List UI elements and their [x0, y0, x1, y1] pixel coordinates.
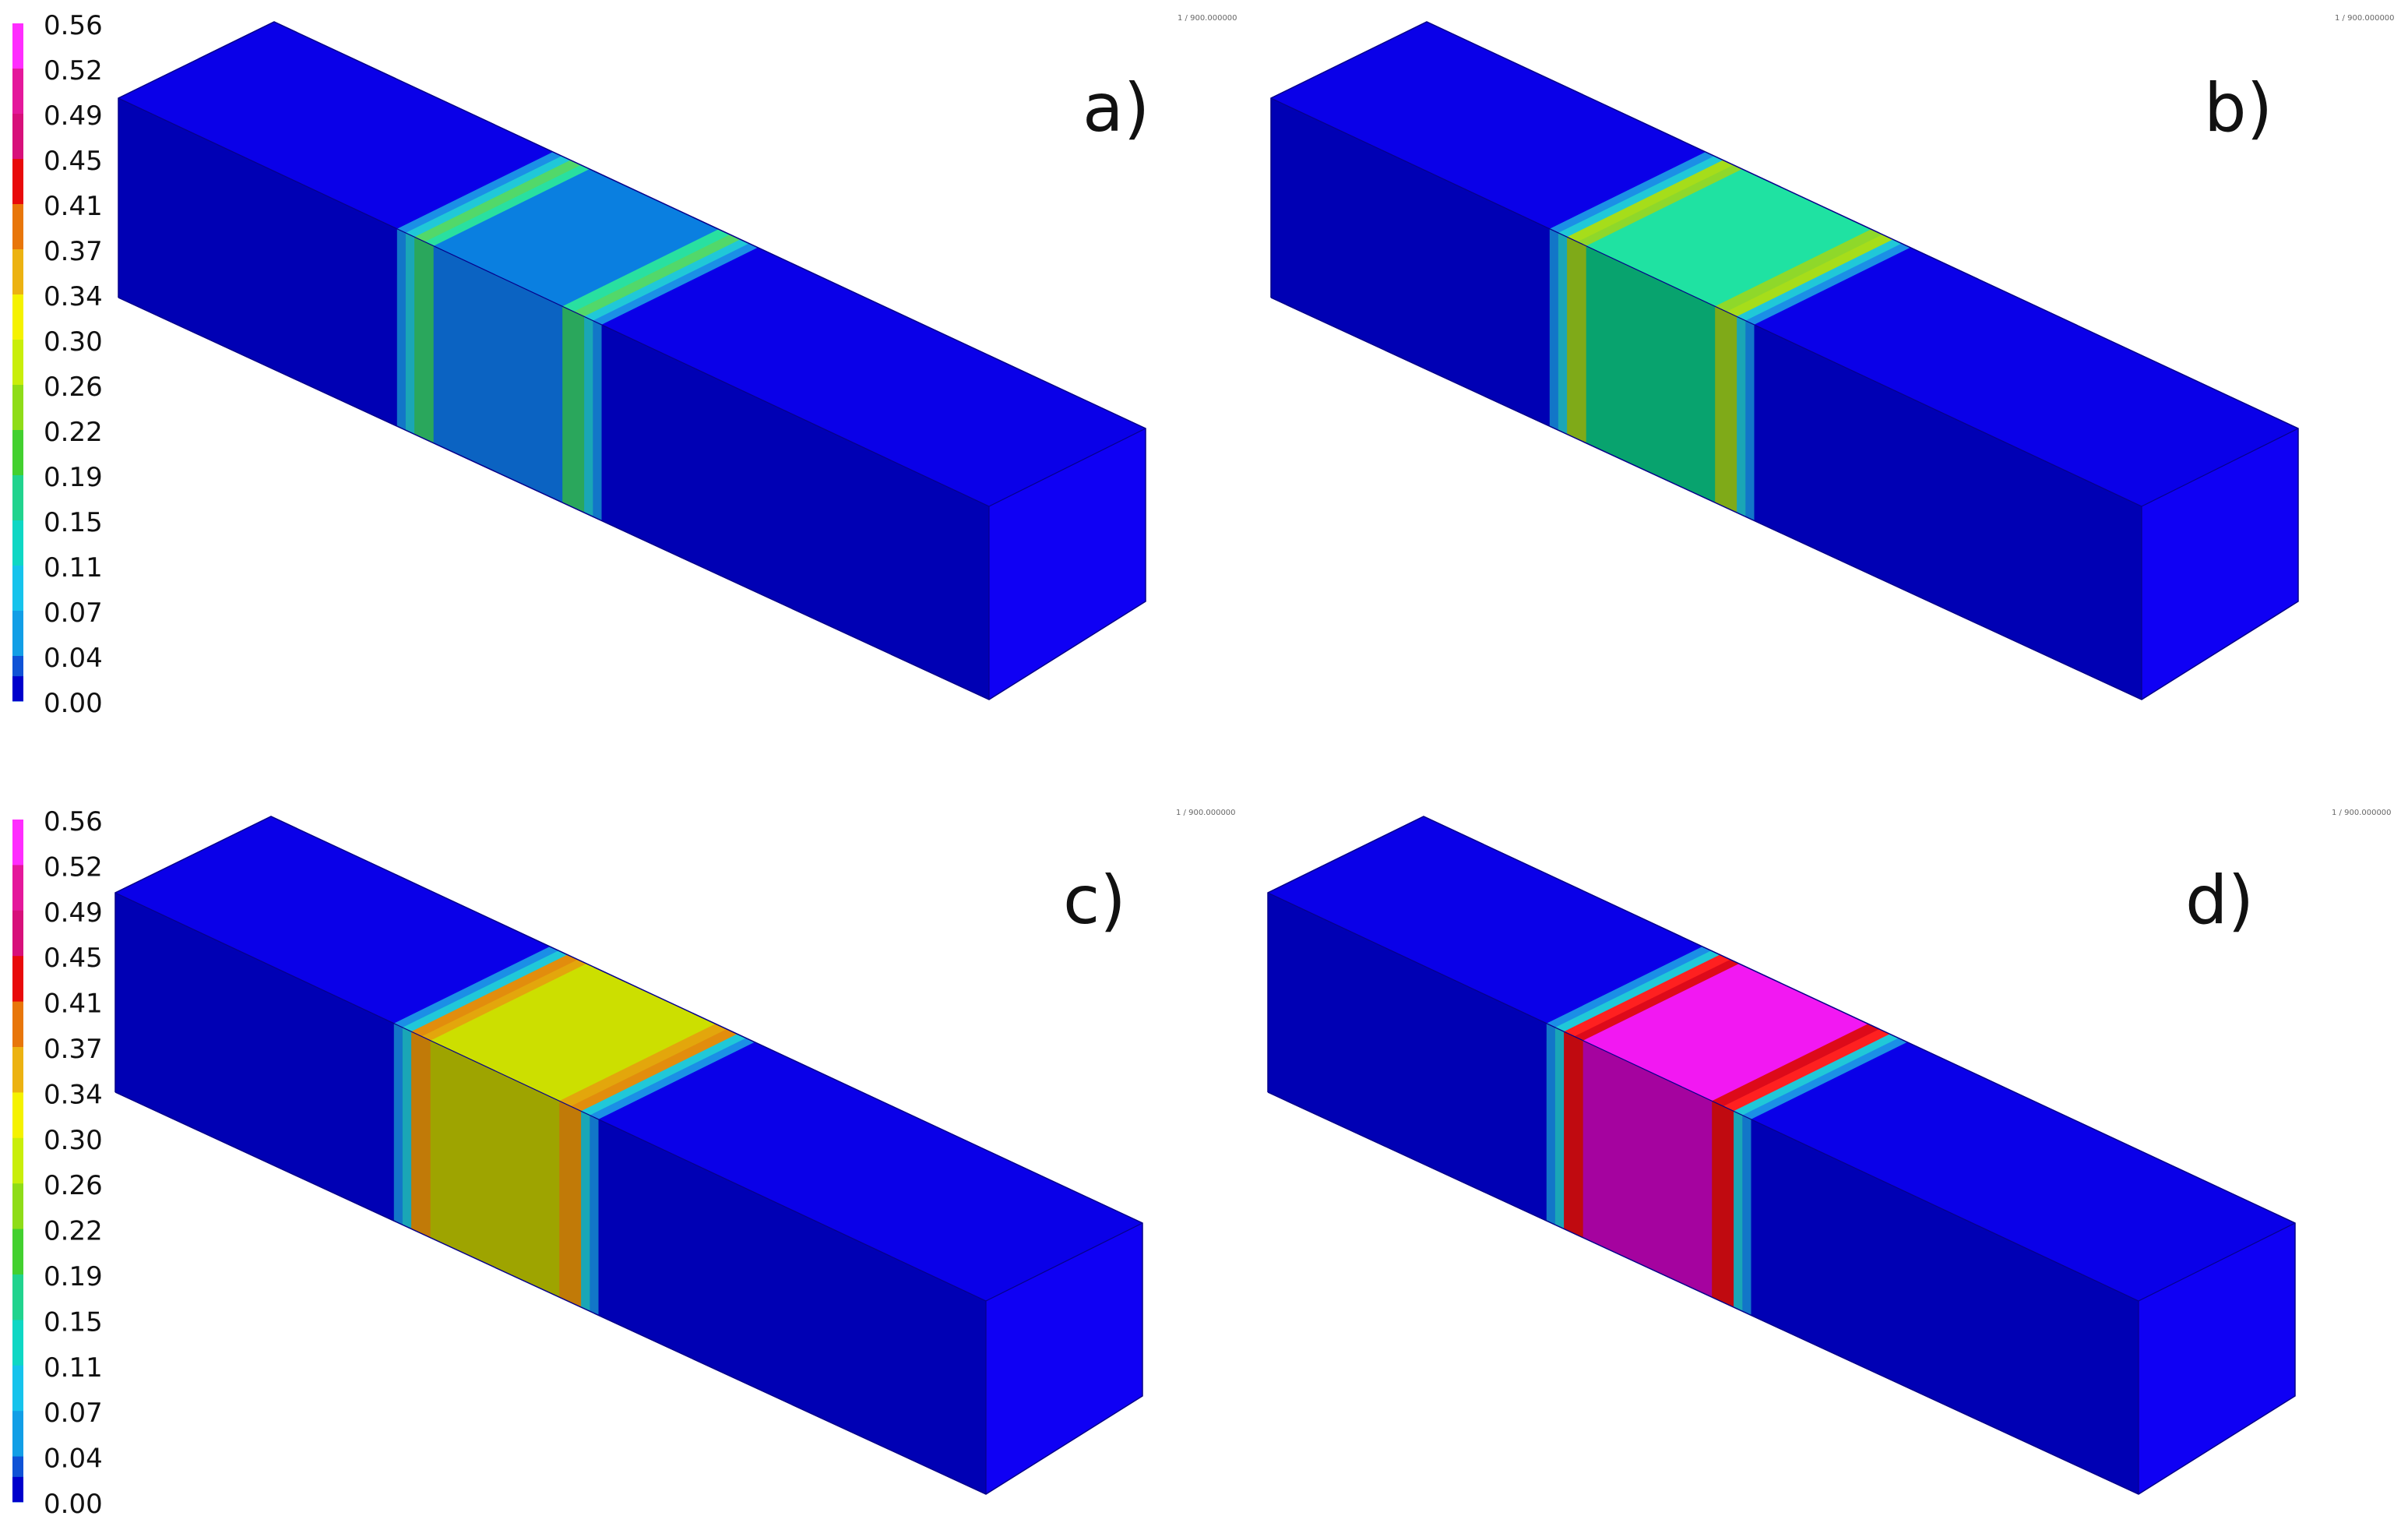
- panel-label-d: d): [2185, 862, 2254, 940]
- colorbar-swatch: [12, 910, 23, 957]
- colorbar-swatch: [12, 1320, 23, 1366]
- colorbar-tick-label: 0.26: [44, 372, 103, 403]
- contour-band-front: [1582, 1040, 1713, 1298]
- colorbar-swatch: [12, 1137, 23, 1184]
- colorbar-tick-label: 0.56: [44, 10, 103, 41]
- colorbar-swatch: [12, 566, 23, 612]
- beam-end-face: [2139, 1223, 2295, 1494]
- beam-edge: [1270, 97, 2142, 507]
- colorbar-swatch: [12, 956, 23, 1003]
- colorbar-tick-label: 0.11: [44, 1352, 103, 1384]
- colorbar-swatch: [12, 340, 23, 386]
- beam-edge: [114, 892, 987, 1302]
- panel-c: [114, 816, 1143, 1495]
- colorbar-tick-label: 0.34: [44, 1079, 103, 1110]
- colorbar-tick-label: 0.52: [44, 55, 103, 86]
- beam-edge: [2141, 428, 2299, 507]
- panel-label-a: a): [1083, 69, 1149, 147]
- colorbar-tick-label: 0.34: [44, 281, 103, 312]
- panel-header-a: 1 / 900.000000: [1178, 14, 1237, 23]
- contour-band-top: [1586, 169, 1871, 307]
- colorbar-tick-label: 0.49: [44, 897, 103, 929]
- colorbar-swatch: [12, 611, 23, 657]
- contour-band-front: [433, 245, 563, 503]
- panel-a: [118, 21, 1146, 700]
- colorbar-swatch: [12, 385, 23, 431]
- colorbar-tick-label: 0.26: [44, 1170, 103, 1201]
- colorbar-swatch: [12, 520, 23, 566]
- colorbar-swatch: [12, 23, 23, 69]
- beam-end-face: [986, 1223, 1142, 1494]
- colorbar-swatch: [12, 676, 23, 701]
- colorbar-swatch: [12, 1047, 23, 1093]
- colorbar-tick-label: 0.11: [44, 552, 103, 583]
- colorbar-tick-label: 0.49: [44, 100, 103, 132]
- colorbar-swatch: [12, 294, 23, 340]
- colorbar-tick-label: 0.41: [44, 989, 103, 1020]
- panel-d: [1267, 816, 2296, 1495]
- contour-band-front: [430, 1040, 560, 1298]
- contour-band-top: [1582, 964, 1868, 1102]
- panel-b: [1270, 21, 2299, 700]
- colorbar-tick-label: 0.00: [44, 688, 103, 719]
- colorbar-swatch: [12, 1476, 23, 1502]
- colorbar-tick-label: 0.07: [44, 598, 103, 629]
- colorbar-swatch: [12, 820, 23, 865]
- colorbar-swatch: [12, 1229, 23, 1275]
- colorbar-tick-label: 0.15: [44, 507, 103, 538]
- colorbar-tick-label: 0.30: [44, 1125, 103, 1156]
- panel-header-b: 1 / 900.000000: [2335, 14, 2395, 23]
- beam-edge: [1267, 892, 2139, 1302]
- panel-header-d: 1 / 900.000000: [2332, 809, 2392, 817]
- colorbar-swatch: [12, 475, 23, 521]
- colorbar-tick-label: 0.04: [44, 643, 103, 674]
- colorbar-tick-label: 0.22: [44, 1216, 103, 1247]
- colorbar-bottom: 0.56 0.52 0.49 0.45 0.41 0.37 0.34 0.30 0.26 0.22…: [12, 806, 103, 1520]
- beam-end-face: [2142, 428, 2298, 700]
- beam-edge: [118, 97, 990, 507]
- colorbar-tick-label: 0.15: [44, 1306, 103, 1338]
- colorbar-top: 0.56 0.52 0.49 0.45 0.41 0.37 0.34 0.30 0.26 0.22…: [12, 10, 103, 719]
- colorbar-swatch: [12, 1274, 23, 1320]
- colorbar-tick-label: 0.45: [44, 943, 103, 974]
- colorbar-tick-label: 0.30: [44, 326, 103, 358]
- colorbar-tick-label: 0.07: [44, 1398, 103, 1429]
- colorbar-tick-label: 0.52: [44, 851, 103, 883]
- contour-band-front: [1586, 245, 1716, 503]
- colorbar-tick-label: 0.19: [44, 1261, 103, 1292]
- colorbar-tick-label: 0.56: [44, 806, 103, 837]
- colorbar-tick-label: 0.04: [44, 1444, 103, 1475]
- colorbar-swatch: [12, 865, 23, 911]
- colorbar-swatch: [12, 1365, 23, 1412]
- colorbar-tick-label: 0.22: [44, 417, 103, 448]
- beam-edge: [2138, 1222, 2296, 1302]
- colorbar-tick-label: 0.41: [44, 191, 103, 222]
- colorbar-tick-label: 0.45: [44, 146, 103, 177]
- contour-band-top: [433, 169, 719, 307]
- panel-header-c: 1 / 900.000000: [1176, 809, 1236, 817]
- colorbar-tick-label: 0.00: [44, 1489, 103, 1520]
- colorbar-swatch: [12, 159, 23, 205]
- colorbar-tick-label: 0.37: [44, 236, 103, 267]
- panel-label-c: c): [1063, 862, 1126, 940]
- colorbar-tick-label: 0.37: [44, 1034, 103, 1065]
- colorbar-swatch: [12, 204, 23, 250]
- panel-label-b: b): [2204, 69, 2272, 147]
- colorbar-swatch: [12, 1183, 23, 1230]
- colorbar-swatch: [12, 1092, 23, 1139]
- colorbar-swatch: [12, 69, 23, 115]
- beam-edge: [988, 428, 1146, 507]
- colorbar-swatch: [12, 1001, 23, 1048]
- colorbar-swatch: [12, 249, 23, 295]
- beam-edge: [985, 1222, 1143, 1302]
- beam-end-face: [989, 428, 1146, 700]
- contour-band-top: [430, 964, 716, 1102]
- colorbar-swatch: [12, 114, 23, 160]
- colorbar-swatch: [12, 430, 23, 476]
- colorbar-swatch: [12, 1411, 23, 1458]
- colorbar-tick-label: 0.19: [44, 462, 103, 493]
